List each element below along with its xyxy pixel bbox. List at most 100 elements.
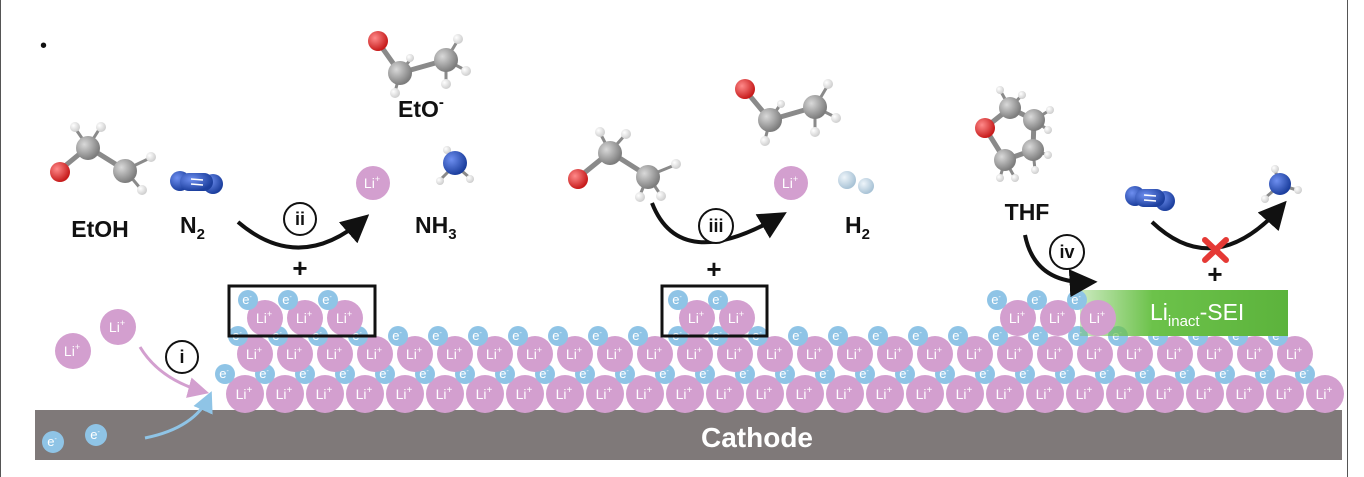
step-iii-label: iii bbox=[708, 216, 723, 236]
svg-text:Li+: Li+ bbox=[64, 342, 80, 359]
deposit-li-ion: Li+ bbox=[597, 336, 633, 372]
svg-text:Li+: Li+ bbox=[1126, 345, 1142, 362]
svg-text:Li+: Li+ bbox=[606, 345, 622, 362]
svg-text:e-: e- bbox=[1071, 292, 1081, 307]
svg-text:e-: e- bbox=[1259, 366, 1269, 381]
svg-text:e-: e- bbox=[512, 328, 522, 343]
released-li-ion: Li+ bbox=[774, 166, 808, 200]
step-ii-label: ii bbox=[295, 209, 305, 229]
cluster-electron: e- bbox=[278, 290, 298, 310]
svg-text:e-: e- bbox=[939, 366, 949, 381]
svg-text:e-: e- bbox=[1031, 292, 1041, 307]
step-ii-arrow bbox=[236, 214, 370, 250]
label-etoh: EtOH bbox=[71, 216, 129, 242]
deposit-li-ion: Li+ bbox=[237, 336, 273, 372]
deposit-electron: e- bbox=[868, 326, 888, 346]
svg-text:Li+: Li+ bbox=[476, 385, 493, 402]
svg-text:Li+: Li+ bbox=[556, 385, 573, 402]
cluster-electron: e- bbox=[1027, 290, 1047, 310]
deposit-li-ion: Li+ bbox=[1237, 336, 1273, 372]
svg-text:Li+: Li+ bbox=[1046, 345, 1062, 362]
svg-text:Li+: Li+ bbox=[446, 345, 462, 362]
li-deposit-layer: Li+Li+Li+Li+Li+Li+Li+Li+Li+Li+Li+Li+Li+L… bbox=[215, 326, 1344, 413]
deposit-li-ion: Li+ bbox=[837, 336, 873, 372]
svg-text:Li+: Li+ bbox=[366, 345, 382, 362]
cluster-li-ion: Li+ bbox=[1000, 300, 1036, 336]
step-iii-circle bbox=[698, 208, 734, 244]
deposit-li-ion: Li+ bbox=[386, 375, 424, 413]
svg-text:e-: e- bbox=[712, 292, 722, 307]
svg-text:e-: e- bbox=[1299, 366, 1309, 381]
svg-text:e-: e- bbox=[472, 328, 482, 343]
plus-ii: + bbox=[292, 253, 307, 283]
svg-text:Li+: Li+ bbox=[1206, 345, 1222, 362]
svg-text:Li+: Li+ bbox=[236, 385, 253, 402]
svg-text:Li+: Li+ bbox=[356, 385, 373, 402]
svg-text:Li+: Li+ bbox=[806, 345, 822, 362]
svg-text:Li+: Li+ bbox=[716, 385, 733, 402]
svg-text:Li+: Li+ bbox=[1006, 345, 1022, 362]
cluster-electron: e- bbox=[1067, 290, 1087, 310]
svg-text:Li+: Li+ bbox=[1166, 345, 1182, 362]
svg-text:e-: e- bbox=[282, 292, 292, 307]
svg-text:e-: e- bbox=[1019, 366, 1029, 381]
ethoxide-molecule-2 bbox=[735, 79, 841, 146]
deposit-li-ion: Li+ bbox=[706, 375, 744, 413]
free-species: Li+Li+e-e-Li+Li+ bbox=[42, 166, 808, 453]
svg-text:Li+: Li+ bbox=[728, 309, 744, 326]
deposit-li-ion: Li+ bbox=[1077, 336, 1113, 372]
svg-text:Li+: Li+ bbox=[646, 345, 662, 362]
ethoxide-molecule bbox=[368, 31, 471, 98]
svg-text:Li+: Li+ bbox=[782, 174, 798, 191]
cluster-li-ion: Li+ bbox=[247, 300, 283, 336]
svg-text:Li+: Li+ bbox=[1246, 345, 1262, 362]
deposit-li-ion: Li+ bbox=[586, 375, 624, 413]
svg-text:e-: e- bbox=[259, 366, 269, 381]
svg-text:e-: e- bbox=[47, 434, 57, 449]
cluster-electron: e- bbox=[238, 290, 258, 310]
li-migration-arrow bbox=[138, 346, 210, 398]
cluster-li-ion: Li+ bbox=[679, 300, 715, 336]
deposit-electron: e- bbox=[908, 326, 928, 346]
blocked-reaction-arrow bbox=[1150, 200, 1287, 251]
free-li-ion: Li+ bbox=[100, 309, 136, 345]
deposit-li-ion: Li+ bbox=[1197, 336, 1233, 372]
nitrogen-molecule-2 bbox=[1125, 186, 1175, 211]
svg-text:Li+: Li+ bbox=[526, 345, 542, 362]
molecules bbox=[50, 31, 1302, 211]
svg-text:Li+: Li+ bbox=[1076, 385, 1093, 402]
reaction-site-box-ii bbox=[227, 284, 377, 338]
cluster-li-ion: Li+ bbox=[327, 300, 363, 336]
label-eto: EtO- bbox=[398, 94, 444, 122]
svg-text:e-: e- bbox=[659, 366, 669, 381]
deposit-li-ion: Li+ bbox=[1186, 375, 1224, 413]
svg-text:Li+: Li+ bbox=[336, 309, 352, 326]
electron-transfer-arrow bbox=[144, 391, 213, 440]
svg-text:Li+: Li+ bbox=[256, 309, 272, 326]
label-h2: H2 bbox=[845, 212, 870, 243]
deposit-li-ion: Li+ bbox=[546, 375, 584, 413]
svg-text:e-: e- bbox=[339, 366, 349, 381]
svg-text:e-: e- bbox=[832, 328, 842, 343]
step-iv-label: iv bbox=[1059, 242, 1074, 262]
reaction-site-box-iii bbox=[660, 284, 769, 338]
svg-text:Li+: Li+ bbox=[726, 345, 742, 362]
deposit-li-ion: Li+ bbox=[946, 375, 984, 413]
svg-text:Li+: Li+ bbox=[316, 385, 333, 402]
free-li-ion: Li+ bbox=[55, 333, 91, 369]
ethanol-molecule-2 bbox=[568, 127, 681, 202]
svg-text:e-: e- bbox=[992, 328, 1002, 343]
svg-text:Li+: Li+ bbox=[436, 385, 453, 402]
svg-text:Li+: Li+ bbox=[246, 345, 262, 362]
svg-text:e-: e- bbox=[979, 366, 989, 381]
svg-text:e-: e- bbox=[632, 328, 642, 343]
svg-text:e-: e- bbox=[899, 366, 909, 381]
cluster-li-ion: Li+ bbox=[719, 300, 755, 336]
deposit-electron: e- bbox=[548, 326, 568, 346]
svg-text:Li+: Li+ bbox=[1086, 345, 1102, 362]
svg-text:Li+: Li+ bbox=[676, 385, 693, 402]
deposit-li-ion: Li+ bbox=[1306, 375, 1344, 413]
deposit-electron: e- bbox=[588, 326, 608, 346]
svg-text:e-: e- bbox=[579, 366, 589, 381]
